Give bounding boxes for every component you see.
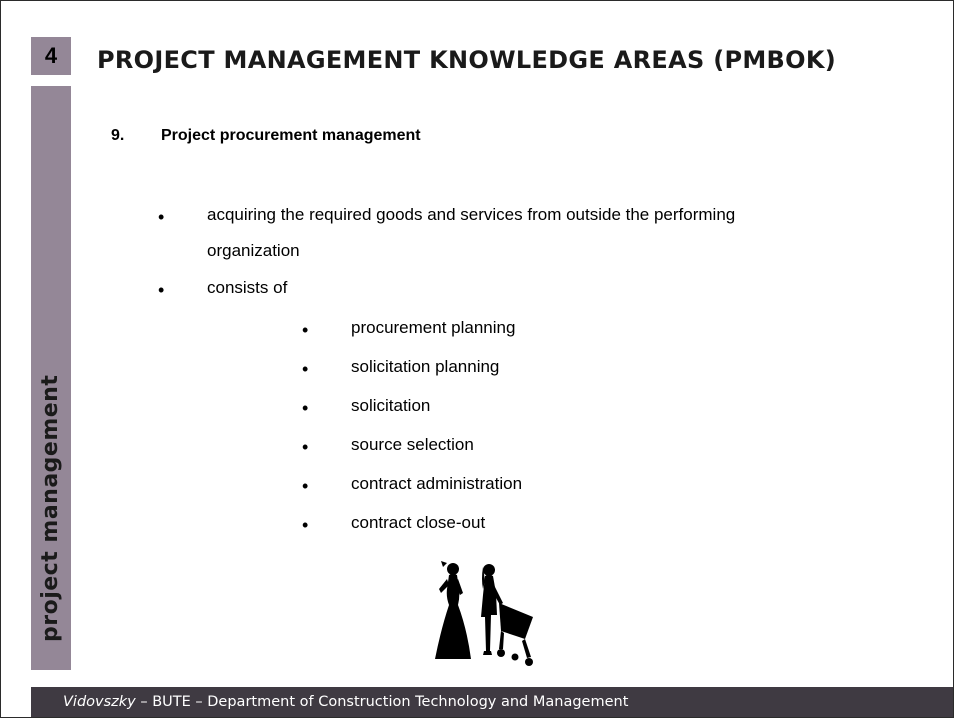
slide-title: PROJECT MANAGEMENT KNOWLEDGE AREAS (PMBO… — [97, 46, 837, 74]
footer-text: Vidovszky – BUTE – Department of Constru… — [63, 694, 628, 710]
sub-bullet-text: contract close-out — [351, 513, 486, 532]
footer-bar: Vidovszky – BUTE – Department of Constru… — [31, 687, 953, 717]
sub-bullet-marker: • — [302, 476, 309, 496]
sidebar-label: project management — [38, 374, 63, 642]
bullet-text-acquiring-line1: acquiring the required goods and service… — [207, 205, 736, 224]
shopping-women-silhouette-icon — [435, 561, 533, 666]
bullet-text-acquiring-line2: organization — [207, 241, 300, 260]
bullet-text-consists-of: consists of — [207, 278, 288, 297]
sidebar: project management — [31, 86, 71, 670]
sub-bullet-marker: • — [302, 359, 309, 379]
bullet-marker: • — [158, 280, 165, 300]
section-number: 9. — [111, 127, 125, 144]
bullet-marker: • — [158, 207, 165, 227]
sub-bullet-marker: • — [302, 515, 309, 535]
sub-bullet-marker: • — [302, 320, 309, 340]
sub-bullet-text: solicitation planning — [351, 357, 500, 376]
footer-author: Vidovszky — [63, 694, 136, 710]
sub-bullet-text: procurement planning — [351, 318, 516, 337]
sub-bullet-text: source selection — [351, 435, 474, 454]
sub-bullet-marker: • — [302, 437, 309, 457]
sub-bullet-marker: • — [302, 398, 309, 418]
section-title: Project procurement management — [161, 127, 421, 144]
slide-number: 4 — [31, 37, 71, 75]
sub-bullet-text: solicitation — [351, 396, 431, 415]
sub-bullet-text: contract administration — [351, 474, 523, 493]
footer-rest: – BUTE – Department of Construction Tech… — [135, 694, 629, 710]
